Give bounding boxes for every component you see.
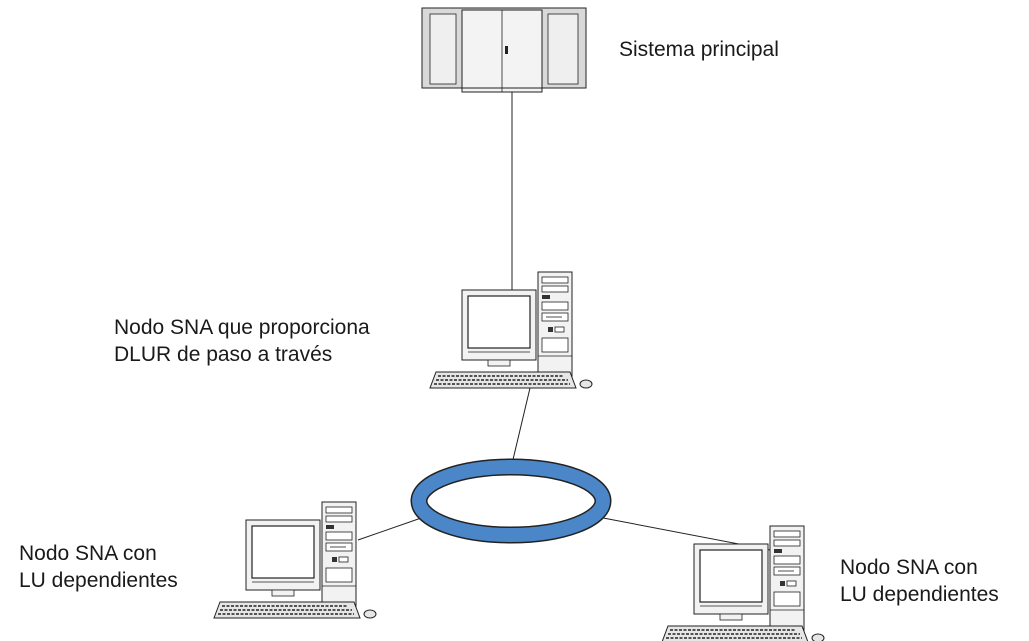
- workstation-right-icon: [661, 525, 825, 641]
- mainframe-icon: [421, 7, 587, 93]
- link-ring-left: [357, 516, 425, 541]
- lu-node-right-label: Nodo SNA con LU dependientes: [840, 554, 999, 608]
- dlur-node-label-line-2: DLUR de paso a través: [114, 343, 333, 366]
- lu-node-left-label-line-2: LU dependientes: [19, 569, 178, 592]
- lu-node-left-label: Nodo SNA con LU dependientes: [19, 540, 178, 594]
- workstation-left-icon: [213, 501, 377, 619]
- workstation-dlur-icon: [429, 271, 593, 389]
- lu-node-right-label-line-1: Nodo SNA con: [840, 556, 978, 579]
- dlur-node-label: Nodo SNA que proporciona DLUR de paso a …: [114, 314, 370, 368]
- lu-node-left-label-line-1: Nodo SNA con: [19, 542, 157, 565]
- host-label: Sistema principal: [619, 36, 779, 63]
- lu-node-right-label-line-2: LU dependientes: [840, 583, 999, 606]
- host-label-line-1: Sistema principal: [619, 38, 779, 61]
- dlur-node-label-line-1: Nodo SNA que proporciona: [114, 316, 370, 339]
- link-dlur-ring: [510, 387, 531, 469]
